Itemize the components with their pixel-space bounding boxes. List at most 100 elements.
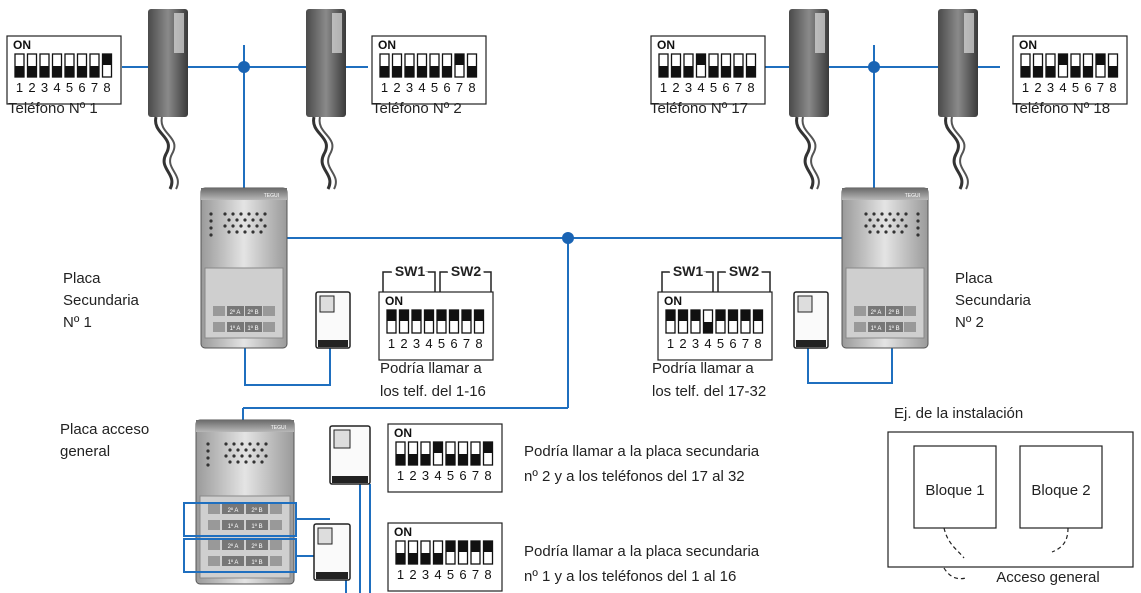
panel-brand: TEGUI <box>264 193 279 199</box>
dip-lever <box>462 310 471 321</box>
module-box-panel-2 <box>793 291 829 349</box>
btn-2a: 2º A <box>230 309 241 316</box>
label-placa-acceso-general: Placa acceso general <box>60 421 150 460</box>
dip-lever <box>392 66 402 77</box>
phones <box>148 9 978 190</box>
btn-1b: 1º B <box>251 559 262 566</box>
dip-lever <box>703 322 713 333</box>
dip-lever <box>446 541 455 552</box>
dip-on-label: ON <box>1019 38 1037 52</box>
dip-lever <box>396 553 405 564</box>
dip-number: 8 <box>484 468 491 483</box>
dip-lever <box>449 310 459 321</box>
label-telefono-18: Teléfono Nº 18 <box>1012 100 1110 117</box>
example-bloque-1: Bloque 1 <box>925 482 984 499</box>
dip-number: 7 <box>735 80 742 95</box>
dip-number: 5 <box>438 336 445 351</box>
dip-on-label: ON <box>657 38 675 52</box>
dip-number: 6 <box>459 468 466 483</box>
dip-number: 3 <box>413 336 420 351</box>
dip-on-label: ON <box>385 294 403 308</box>
dip-lever <box>716 310 725 321</box>
dip-number: 5 <box>447 468 454 483</box>
dip-lever <box>405 66 414 77</box>
dip-lever <box>430 66 439 77</box>
caption-sec2-line1: Podría llamar a <box>652 360 754 377</box>
dip-lever <box>483 442 493 453</box>
dip-lever <box>1021 66 1030 77</box>
dip-number: 6 <box>78 80 85 95</box>
btn-1b: 1º B <box>247 325 258 332</box>
text-access-b-line2: nº 1 y a los teléfonos del 1 al 16 <box>524 568 736 585</box>
phone-handset-1 <box>148 9 188 190</box>
dip-number: 1 <box>381 80 388 95</box>
speaker-grille <box>864 212 920 237</box>
dip-lever <box>1033 66 1043 77</box>
dip-number: 5 <box>717 336 724 351</box>
dip-lever <box>691 310 700 321</box>
dip-number: 1 <box>1022 80 1029 95</box>
sw2-label-2: SW2 <box>729 263 760 279</box>
dip-number: 6 <box>1084 80 1091 95</box>
dip-number: 5 <box>66 80 73 95</box>
btn-1a: 1º A <box>228 523 239 530</box>
dip-lever <box>412 310 421 321</box>
dip-lever <box>399 310 409 321</box>
dip-lever <box>721 66 731 77</box>
dip-on-label: ON <box>394 525 412 539</box>
dip-number: 8 <box>754 336 761 351</box>
btn-1b: 1º B <box>888 325 899 332</box>
label-placa-secundaria-2: Placa Secundaria Nº 2 <box>955 270 1031 331</box>
dip-on-label: ON <box>13 38 31 52</box>
caption-sec2-line2: los telf. del 17-32 <box>652 383 766 400</box>
dip-lever <box>659 66 668 77</box>
text-access-a-line2: nº 2 y a los teléfonos del 17 al 32 <box>524 468 745 485</box>
dip-number: 1 <box>397 468 404 483</box>
dip-lever <box>1071 66 1080 77</box>
dip-on-label: ON <box>664 294 682 308</box>
dip-number: 4 <box>434 468 441 483</box>
placa-secundaria-1-device: TEGUI 2º A 2º B 1º A 1º B <box>200 187 288 349</box>
dip-number: 6 <box>729 336 736 351</box>
dip-number: 2 <box>393 80 400 95</box>
dip-lever <box>678 310 688 321</box>
dip-number: 6 <box>443 80 450 95</box>
placa-secundaria-2-device: TEGUI 2º A 2º B 1º A 1º B <box>841 187 929 349</box>
btn-1a: 1º A <box>228 559 239 566</box>
dip-number: 8 <box>475 336 482 351</box>
dip-number: 3 <box>422 468 429 483</box>
dip-number: 5 <box>431 80 438 95</box>
dip-number: 8 <box>747 80 754 95</box>
sw1-label-1: SW1 <box>395 263 426 279</box>
dip-lever <box>27 66 37 77</box>
label-placa-secundaria-1: Placa Secundaria Nº 1 <box>63 270 139 331</box>
dip-number: 2 <box>409 468 416 483</box>
dip-lever <box>696 54 706 65</box>
dip-number: 7 <box>91 80 98 95</box>
dip-number: 5 <box>710 80 717 95</box>
dip-number: 7 <box>456 80 463 95</box>
dip-number: 2 <box>672 80 679 95</box>
dip-lever <box>684 66 693 77</box>
dip-lever <box>421 553 430 564</box>
dip-lever <box>1058 54 1068 65</box>
dip-lever <box>408 553 418 564</box>
btn-2b: 2º B <box>251 507 262 514</box>
example-title: Ej. de la instalación <box>894 405 1023 422</box>
dip-number: 3 <box>41 80 48 95</box>
module-box-access-b <box>313 523 351 581</box>
speaker-grille <box>209 212 267 237</box>
phone-handset-18 <box>938 9 978 190</box>
dip-lever <box>433 553 443 564</box>
btn-2a: 2º A <box>228 507 239 514</box>
dip-number: 1 <box>667 336 674 351</box>
dip-lever <box>753 310 763 321</box>
dip-number: 7 <box>472 567 479 582</box>
label-telefono-1: Teléfono Nº 1 <box>8 100 98 117</box>
dip-lever <box>15 66 24 77</box>
phone-handset-17 <box>789 9 829 190</box>
